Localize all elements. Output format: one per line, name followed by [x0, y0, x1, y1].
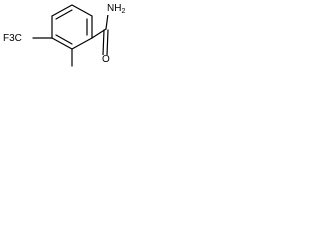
ring-bond-2	[71, 4, 93, 17]
ring-bond-4	[71, 37, 93, 50]
ring-double-bond-1	[55, 9, 73, 20]
amide-n-bond	[105, 13, 109, 30]
ring-bond-1	[51, 4, 73, 17]
molecule-bonds	[32, 4, 109, 67]
carbonyl-oxygen-label: O	[101, 54, 111, 65]
carbonyl-double-bond-2	[106, 29, 109, 56]
carbonyl-double-bond-1	[102, 29, 105, 56]
amide-nitrogen-subscript: 2	[121, 8, 126, 15]
amide-nitrogen-text: NH	[107, 3, 122, 14]
amide-nitrogen-label: NH2	[106, 3, 127, 15]
chemical-structure-diagram: F3C O NH2	[0, 0, 130, 69]
ring-bond-5	[51, 37, 73, 50]
ring-double-bond-3	[55, 34, 73, 45]
trifluoromethyl-label: F3C	[2, 33, 23, 44]
